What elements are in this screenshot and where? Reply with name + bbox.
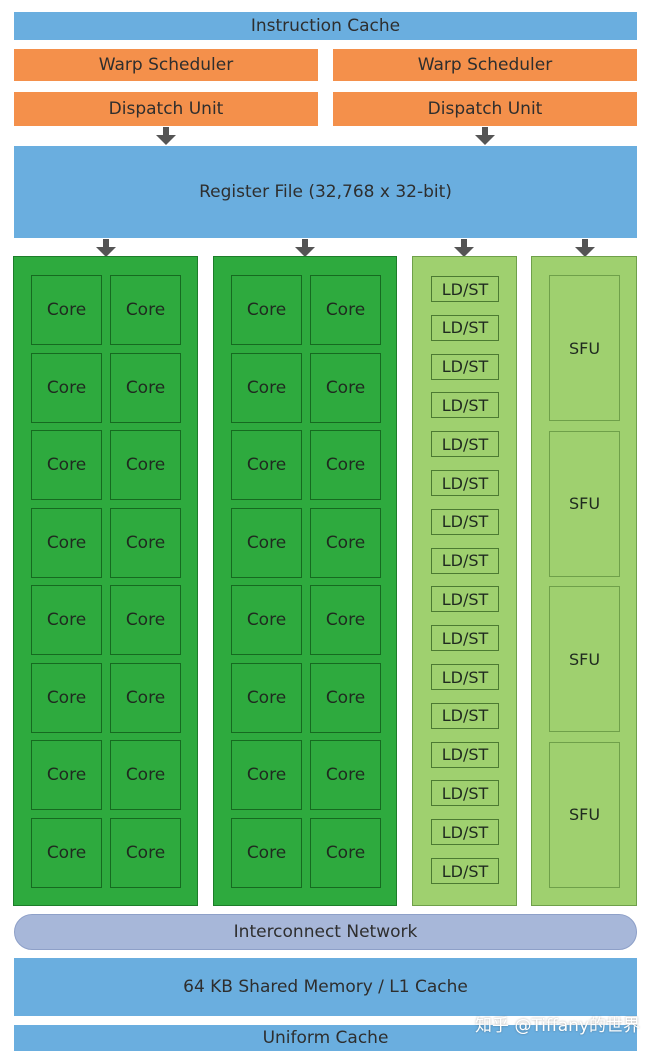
core-unit: Core	[310, 275, 381, 345]
arrow-down-icon	[295, 239, 315, 257]
core-unit: Core	[231, 740, 302, 810]
core-unit: Core	[310, 817, 381, 888]
dispatch-unit-1: Dispatch Unit	[14, 92, 318, 126]
core-unit: Core	[31, 662, 102, 733]
ldst-unit: LD/ST	[431, 702, 499, 729]
register-file: Register File (32,768 x 32-bit)	[14, 146, 637, 238]
core-unit: Core	[231, 817, 302, 888]
arrow-down-icon	[96, 239, 116, 257]
warp-scheduler-1: Warp Scheduler	[14, 49, 318, 81]
core-unit: Core	[231, 662, 302, 733]
arrow-down-icon	[575, 239, 595, 257]
core-unit: Core	[231, 275, 302, 345]
core-unit: Core	[31, 817, 102, 888]
sfu-unit: SFU	[549, 741, 620, 888]
core-unit: Core	[310, 352, 381, 423]
core-unit: Core	[110, 275, 181, 345]
core-unit: Core	[31, 507, 102, 578]
ldst-unit: LD/ST	[431, 547, 499, 574]
ldst-unit: LD/ST	[431, 858, 499, 884]
uniform-cache: Uniform Cache	[14, 1025, 637, 1051]
ldst-unit: LD/ST	[431, 625, 499, 652]
arrow-down-icon	[156, 127, 176, 145]
ldst-unit: LD/ST	[431, 431, 499, 458]
ldst-unit: LD/ST	[431, 470, 499, 496]
core-unit: Core	[310, 430, 381, 500]
core-unit: Core	[110, 352, 181, 423]
shared-memory-l1-cache: 64 KB Shared Memory / L1 Cache	[14, 958, 637, 1016]
arrow-down-icon	[475, 127, 495, 145]
core-unit: Core	[231, 352, 302, 423]
core-unit: Core	[310, 740, 381, 810]
core-unit: Core	[31, 352, 102, 423]
sfu-unit: SFU	[549, 275, 620, 421]
ldst-column: LD/ST LD/ST LD/ST LD/ST LD/ST LD/ST LD/ST LD/ST…	[412, 256, 517, 906]
ldst-unit: LD/ST	[431, 741, 499, 768]
core-unit: Core	[110, 430, 181, 500]
ldst-unit: LD/ST	[431, 586, 499, 613]
watermark: 知乎 @Tiffany的世界	[475, 1016, 640, 1036]
core-unit: Core	[231, 585, 302, 655]
ldst-unit: LD/ST	[431, 276, 499, 302]
core-unit: Core	[110, 507, 181, 578]
core-unit: Core	[310, 662, 381, 733]
core-unit: Core	[31, 740, 102, 810]
sfu-unit: SFU	[549, 586, 620, 732]
ldst-unit: LD/ST	[431, 314, 499, 341]
core-unit: Core	[310, 585, 381, 655]
sfu-column: SFU SFU SFU SFU	[531, 256, 637, 906]
core-unit: Core	[110, 585, 181, 655]
ldst-unit: LD/ST	[431, 780, 499, 807]
ldst-unit: LD/ST	[431, 508, 499, 535]
core-unit: Core	[110, 817, 181, 888]
core-unit: Core	[110, 740, 181, 810]
core-unit: Core	[310, 507, 381, 578]
instruction-cache: Instruction Cache	[14, 12, 637, 40]
core-unit: Core	[31, 585, 102, 655]
ldst-unit: LD/ST	[431, 353, 499, 380]
warp-scheduler-2: Warp Scheduler	[333, 49, 637, 81]
ldst-unit: LD/ST	[431, 819, 499, 846]
ldst-unit: LD/ST	[431, 392, 499, 419]
core-unit: Core	[231, 507, 302, 578]
interconnect-network: Interconnect Network	[14, 914, 637, 950]
core-unit: Core	[110, 662, 181, 733]
ldst-unit: LD/ST	[431, 664, 499, 690]
core-unit: Core	[31, 430, 102, 500]
core-unit: Core	[231, 430, 302, 500]
dispatch-unit-2: Dispatch Unit	[333, 92, 637, 126]
arrow-down-icon	[454, 239, 474, 257]
core-unit: Core	[31, 275, 102, 345]
sfu-unit: SFU	[549, 430, 620, 577]
